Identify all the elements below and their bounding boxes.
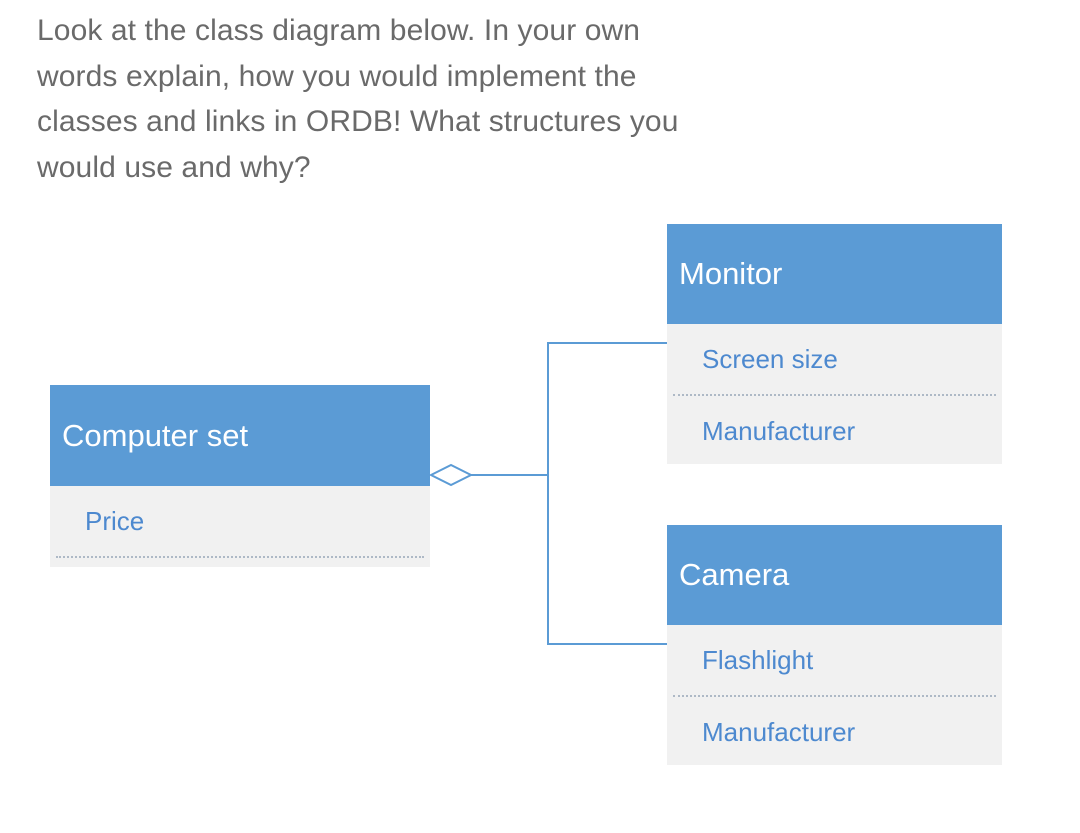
class-camera: Camera Flashlight Manufacturer [667,525,1002,765]
question-text: Look at the class diagram below. In your… [37,8,757,190]
attribute-screen-size: Screen size [702,343,838,374]
aggregation-diamond [428,463,474,487]
question-line: words explain, how you would implement t… [37,59,637,93]
question-line: classes and links in ORDB! What structur… [37,105,679,138]
attribute-price: Price [85,505,145,536]
question-line: Look at the class diagram below. In your… [37,14,641,47]
attribute-manufacturer: Manufacturer [702,415,856,446]
class-name: Computer set [50,385,430,486]
attribute-divider [673,394,996,396]
attribute-divider [673,695,996,697]
class-monitor: Monitor Screen size Manufacturer [667,224,1002,464]
class-computer-set: Computer set Price [50,385,430,567]
attribute-divider [56,556,424,558]
class-name: Monitor [667,224,1002,324]
attribute-manufacturer: Manufacturer [702,716,856,747]
question-line: would use and why? [37,150,311,184]
attribute-flashlight: Flashlight [702,644,814,675]
class-name: Camera [667,525,1002,625]
